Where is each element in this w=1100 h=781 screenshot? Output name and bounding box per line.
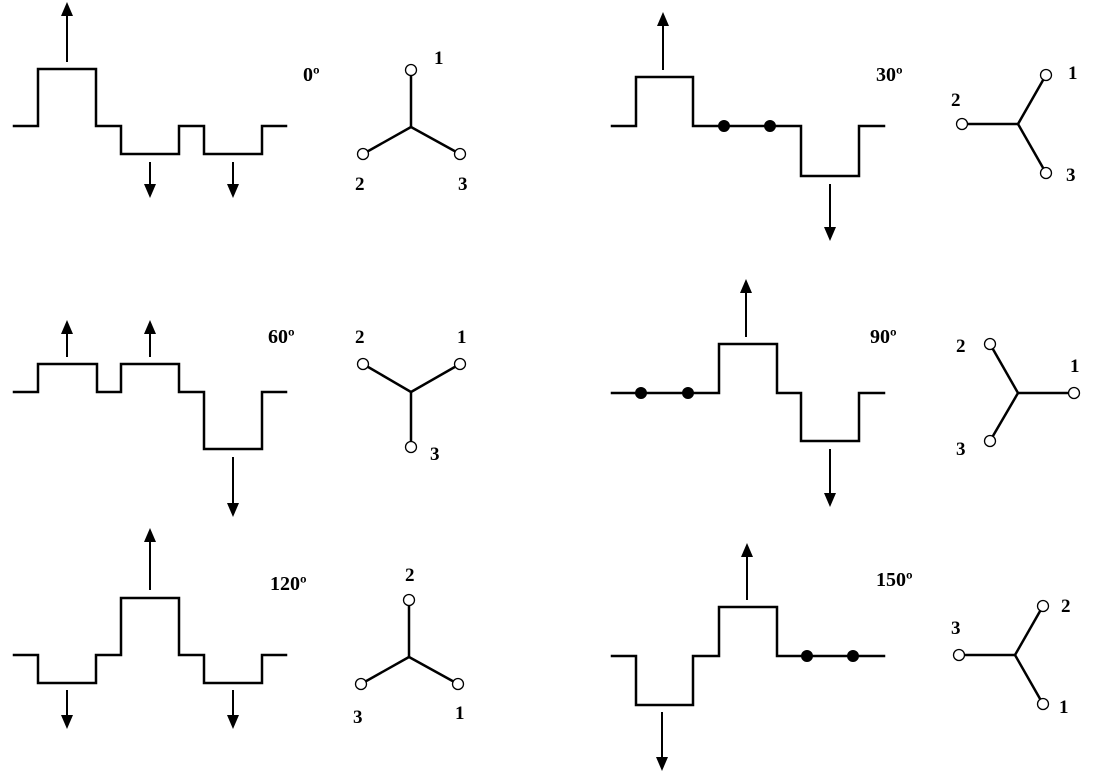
panel-30-deg: 30º 1 2 3 xyxy=(610,12,1078,241)
terminal-node xyxy=(1067,386,1081,400)
phase-label-2: 2 xyxy=(951,90,961,111)
phase-star: 1 2 3 xyxy=(951,596,1071,718)
arrow-up xyxy=(61,320,73,357)
phase-label-1: 1 xyxy=(1059,697,1069,718)
terminal-node xyxy=(453,147,467,161)
phase-star: 1 2 3 xyxy=(951,63,1078,186)
angle-label: 60º xyxy=(268,326,295,348)
phase-star: 1 2 3 xyxy=(956,336,1081,460)
phase-label-1: 1 xyxy=(457,327,467,348)
phase-label-3: 3 xyxy=(1066,165,1076,186)
phase-label-2: 2 xyxy=(355,174,365,195)
waveform-120-deg xyxy=(12,528,288,729)
panel-60-deg: 60º 1 2 3 xyxy=(12,320,467,517)
arrow-down xyxy=(227,690,239,729)
zero-marker xyxy=(718,120,730,132)
phase-label-1: 1 xyxy=(1070,356,1080,377)
phase-star: 1 2 3 xyxy=(355,48,468,195)
angle-label: 150º xyxy=(876,569,913,591)
arrow-down xyxy=(824,184,836,241)
terminal-node xyxy=(354,677,368,691)
phase-label-3: 3 xyxy=(430,444,440,465)
panel-90-deg: 90º 1 2 3 xyxy=(610,279,1081,507)
phase-label-3: 3 xyxy=(951,618,961,639)
phase-label-2: 2 xyxy=(405,565,415,586)
panel-150-deg: 150º 1 2 3 xyxy=(610,543,1071,771)
zero-marker xyxy=(635,387,647,399)
arrow-up xyxy=(657,12,669,70)
angle-label: 90º xyxy=(870,326,897,348)
phase-label-3: 3 xyxy=(353,707,363,728)
angle-label: 30º xyxy=(876,64,903,86)
zero-marker xyxy=(682,387,694,399)
angle-label: 120º xyxy=(270,573,307,595)
zero-marker xyxy=(764,120,776,132)
phase-star: 1 2 3 xyxy=(353,565,465,728)
angle-label: 0º xyxy=(303,64,320,86)
terminal-node xyxy=(451,677,465,691)
arrow-up xyxy=(144,320,156,357)
arrow-up xyxy=(740,279,752,337)
arrow-up xyxy=(61,2,73,62)
zero-marker xyxy=(847,650,859,662)
waveform-90-deg xyxy=(610,279,886,507)
phase-label-2: 2 xyxy=(1061,596,1071,617)
terminal-node xyxy=(983,434,997,448)
terminal-node xyxy=(404,63,418,77)
terminal-node xyxy=(402,593,416,607)
terminal-node xyxy=(404,440,418,454)
terminal-node xyxy=(1036,697,1050,711)
phase-label-2: 2 xyxy=(355,327,365,348)
terminal-node xyxy=(983,337,997,351)
phase-label-1: 1 xyxy=(1068,63,1078,84)
phase-label-2: 2 xyxy=(956,336,966,357)
arrow-down xyxy=(824,449,836,507)
terminal-node xyxy=(1036,599,1050,613)
arrow-down xyxy=(144,162,156,198)
arrow-down xyxy=(227,457,239,517)
waveform-0-deg xyxy=(12,2,288,198)
phase-label-3: 3 xyxy=(458,174,468,195)
terminal-node xyxy=(955,117,969,131)
phase-label-3: 3 xyxy=(956,439,966,460)
zero-marker xyxy=(801,650,813,662)
terminal-node xyxy=(356,357,370,371)
phase-star: 1 2 3 xyxy=(355,327,467,465)
panel-120-deg: 120º 1 2 3 xyxy=(12,528,465,729)
arrow-down xyxy=(61,690,73,729)
arrow-up xyxy=(144,528,156,590)
waveform-30-deg xyxy=(610,12,886,241)
arrow-down xyxy=(656,712,668,771)
arrow-up xyxy=(741,543,753,600)
waveform-150-deg xyxy=(610,543,886,771)
terminal-node xyxy=(453,357,467,371)
terminal-node xyxy=(356,147,370,161)
waveform-60-deg xyxy=(12,320,288,517)
terminal-node xyxy=(1039,166,1053,180)
terminal-node xyxy=(1039,68,1053,82)
arrow-down xyxy=(227,162,239,198)
terminal-node xyxy=(952,648,966,662)
phase-label-1: 1 xyxy=(434,48,444,69)
panel-0-deg: 0º 1 2 3 xyxy=(12,2,468,198)
phase-label-1: 1 xyxy=(455,703,465,724)
